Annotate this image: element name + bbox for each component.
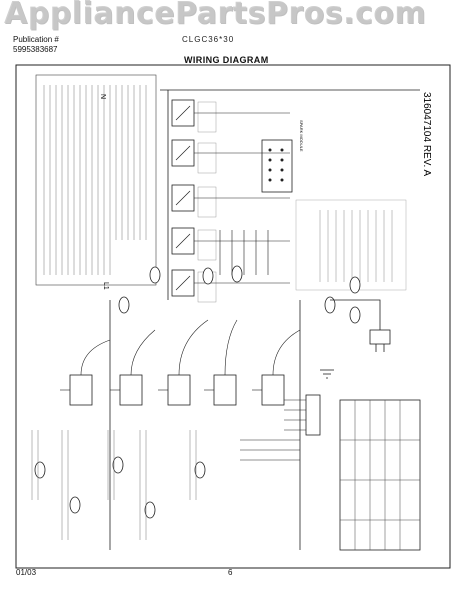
ground-symbol <box>320 369 334 379</box>
terminal-block <box>305 394 321 436</box>
burner-label-lines <box>31 430 197 540</box>
ignitor-boxes <box>69 374 285 406</box>
connector-pins <box>268 148 284 182</box>
module-label: SPARK MODULE <box>299 120 304 152</box>
caution-box <box>35 74 157 286</box>
lower-electrodes <box>34 456 206 519</box>
publication-number: 5995383687 <box>13 45 58 54</box>
page-title: WIRING DIAGRAM <box>184 55 269 65</box>
switch-contacts <box>175 105 191 291</box>
diagram-frame <box>15 64 451 569</box>
publication-block: Publication # 5995383687 <box>13 35 59 55</box>
page-number: 6 <box>228 568 233 577</box>
switch-label-blocks <box>197 101 217 303</box>
switch-wires <box>194 112 290 284</box>
label-n: N <box>99 94 106 99</box>
label-l1: L1 <box>102 282 109 290</box>
spark-module-connector <box>261 139 293 193</box>
ignitor-wires <box>60 319 301 391</box>
terminal-wires <box>240 399 306 461</box>
publication-label: Publication # <box>13 35 59 44</box>
color-code-grid <box>340 400 420 550</box>
electrode-circles <box>118 265 361 324</box>
power-cord <box>330 299 391 352</box>
footer-date: 01/03 <box>16 568 37 577</box>
notes-lines <box>319 210 393 282</box>
watermark-logo: AppliancePartsPros.com <box>4 0 427 31</box>
part-number: 316047104 REV. A <box>421 92 432 176</box>
model-number: CLGC36*30 <box>182 35 235 44</box>
color-code-table <box>339 399 421 551</box>
caution-lines <box>43 85 147 275</box>
notes-box <box>295 199 407 291</box>
